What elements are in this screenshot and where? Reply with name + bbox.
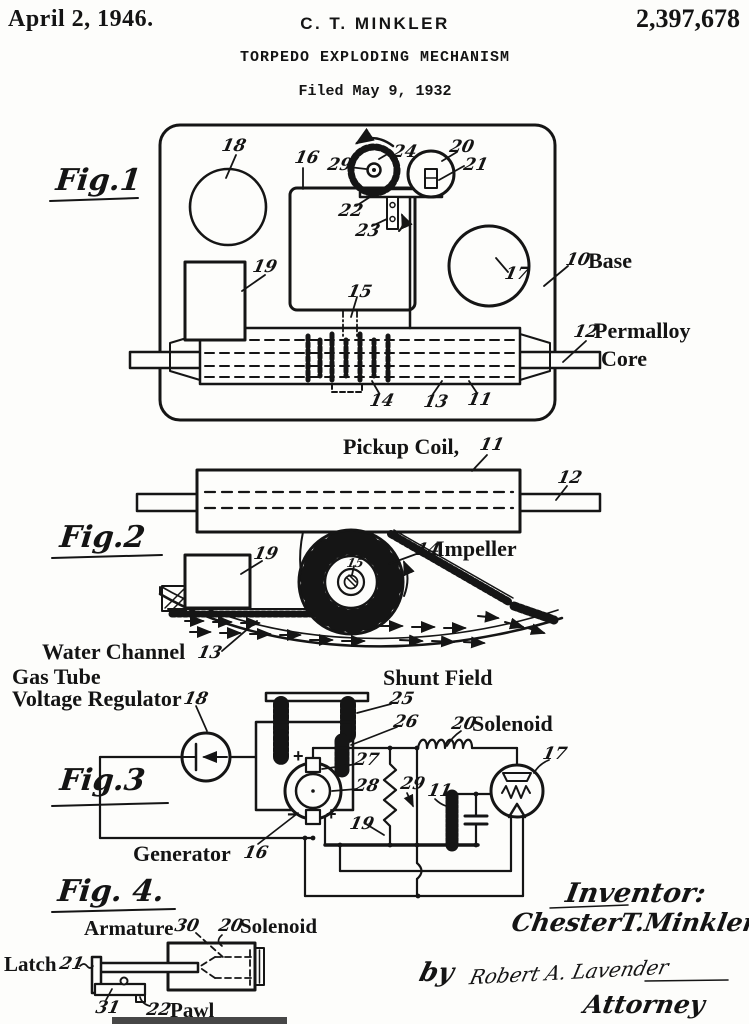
fig3-plus-top: +: [293, 746, 304, 766]
fig2-ref-12: 12: [555, 468, 584, 488]
fig1-ref-20: 20: [447, 137, 476, 157]
fig2-water-channel-label: Water Channel: [42, 639, 186, 664]
fig3-drawing: [51, 691, 550, 899]
fig3-ref-11: 11: [425, 781, 454, 801]
fig1-ref-11: 11: [465, 390, 494, 410]
fig2-title: Pickup Coil,: [343, 434, 460, 459]
fig4-label: Fig. 4.: [56, 874, 166, 909]
fig1-drawing: [49, 123, 602, 422]
fig4-ref-22: 22: [144, 1000, 173, 1020]
fig1-ref-16: 16: [292, 148, 321, 168]
fig3-ref-19: 19: [347, 814, 376, 834]
fig4-armature-label: Armature: [84, 916, 174, 940]
fig4-drawing: [51, 908, 287, 1024]
fig1-ref-19: 19: [250, 257, 279, 277]
fig2-impeller-label: Impeller: [436, 536, 517, 561]
fig1-ref-13: 13: [421, 392, 450, 412]
fig2-label: Fig.2: [58, 520, 147, 555]
fig3-generator-label: Generator: [133, 841, 231, 866]
fig3-ref-29: 29: [398, 774, 427, 794]
fig1-ref-21: 21: [461, 155, 490, 175]
fig3-voltage-regulator-label: Voltage Regulator: [12, 686, 182, 711]
fig3-solenoid-label: Solenoid: [472, 711, 553, 736]
fig1-label: Fig.1: [54, 163, 143, 198]
fig3-ref-28: 28: [352, 776, 381, 796]
fig2-drawing: [51, 454, 602, 652]
fig3-ref-18: 18: [181, 689, 210, 709]
signature-flourishes: [549, 904, 729, 982]
fig1-ref-29: 29: [325, 155, 354, 175]
fig1-base-label: Base: [588, 248, 632, 273]
fig4-latch-label: Latch: [4, 952, 57, 976]
fig1-core-label: Core: [601, 346, 648, 371]
fig2-ref-19: 19: [251, 544, 280, 564]
fig2-title-ref-11: 11: [477, 435, 506, 455]
fig3-ref-16: 16: [241, 843, 270, 863]
fig3-minus-bottom: −: [287, 804, 299, 826]
fig4-pawl-label: Pawl: [170, 998, 215, 1022]
fig4-ref-30: 30: [172, 916, 201, 936]
fig3-ref-26: 26: [391, 712, 420, 732]
fig1-permalloy-label: Permalloy: [594, 318, 691, 343]
fig3-ref-17: 17: [540, 744, 569, 764]
fig4-ref-31: 31: [93, 998, 122, 1018]
fig1-ref-15: 15: [345, 282, 374, 302]
patent-number: 2,397,678: [636, 4, 740, 33]
fig2-ref-15: 15: [345, 556, 366, 570]
fig1-ref-23: 23: [353, 221, 382, 241]
fig3-shunt-field-label: Shunt Field: [383, 665, 493, 690]
inventor-heading: Inventor:: [563, 878, 709, 909]
attorney-label: Attorney: [581, 990, 708, 1019]
patent-title: TORPEDO EXPLODING MECHANISM: [239, 49, 511, 66]
inventor-header: C. T. MINKLER: [300, 14, 450, 33]
fig1-ref-18: 18: [219, 136, 248, 156]
fig3-ref-27: 27: [352, 750, 381, 770]
fig1-ref-22: 22: [336, 201, 365, 221]
fig1-ref-24: 24: [390, 142, 419, 162]
fig1-ref-17: 17: [502, 264, 531, 284]
fig3-gas-tube-label: Gas Tube: [12, 664, 101, 689]
filed-date: Filed May 9, 1932: [298, 83, 452, 100]
inventor-signature-name: ChesterT.Minkler: [509, 908, 749, 937]
fig3-ref-25: 25: [387, 689, 416, 709]
fig1-ref-14: 14: [367, 391, 396, 411]
fig3-plus-bottom: +: [326, 804, 337, 824]
fig4-solenoid-label: Solenoid: [240, 914, 318, 938]
issue-date: April 2, 1946.: [8, 6, 154, 32]
fig3-label: Fig.3: [58, 763, 147, 798]
fig2-ref-13: 13: [195, 643, 224, 663]
fig4-ref-21: 21: [57, 954, 86, 974]
